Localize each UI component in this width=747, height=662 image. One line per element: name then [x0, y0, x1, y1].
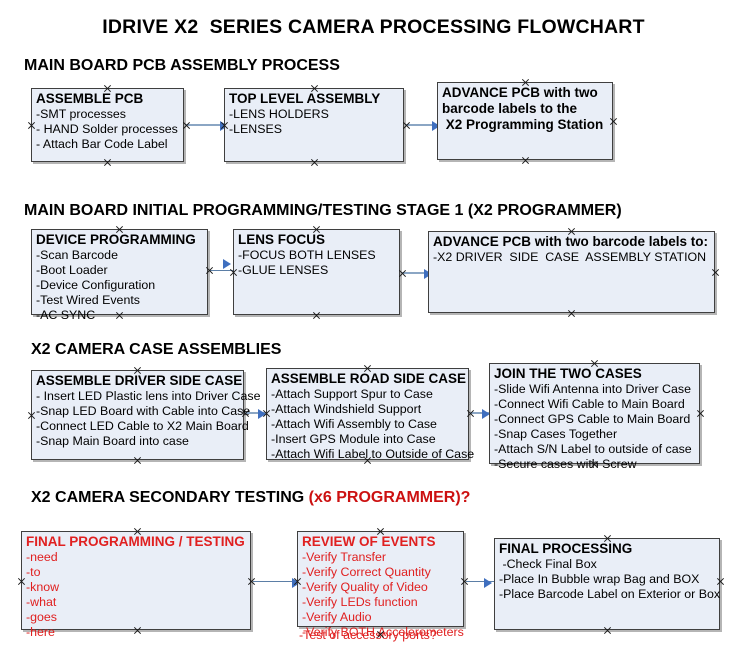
node-line: -Device Configuration: [36, 278, 156, 292]
node-assemble-road-side-case[interactable]: ASSEMBLE ROAD SIDE CASE -Attach Support …: [266, 368, 475, 461]
node-line: -Boot Loader: [36, 263, 108, 277]
node-lens-focus[interactable]: LENS FOCUS -FOCUS BOTH LENSES -GLUE LENS…: [233, 229, 400, 315]
node-line: -Check Final Box: [499, 557, 597, 571]
node-title: LENS FOCUS: [238, 232, 326, 247]
connector-line: [253, 581, 304, 582]
node-line: -FOCUS BOTH LENSES: [238, 248, 376, 262]
section-heading-x2-camera-case-assemblies: X2 CAMERA CASE ASSEMBLIES: [31, 341, 282, 358]
node-line: -Place In Bubble wrap Bag and BOX: [499, 572, 700, 586]
node-line: -X2 DRIVER SIDE CASE ASSEMBLY STATION: [433, 250, 707, 264]
connector-arrow-icon: [292, 578, 300, 588]
node-line: - HAND Solder processes: [36, 122, 178, 136]
section-heading-main-board-initial-programming: MAIN BOARD INITIAL PROGRAMMING/TESTING S…: [24, 202, 622, 219]
connector-arrow-icon: [484, 578, 492, 588]
node-line: -Verify BOTH Accelerometers: [302, 625, 464, 639]
node-line: -Verify Correct Quantity: [302, 565, 431, 579]
node-line: -Scan Barcode: [36, 248, 118, 262]
node-line: -Snap Main Board into case: [36, 434, 189, 448]
connector-arrow-icon: [432, 121, 440, 131]
connector-line: [186, 124, 223, 126]
node-line: -Verify Transfer: [302, 550, 387, 564]
node-advance-pcb-to-x2-programming-station[interactable]: ADVANCE PCB with two barcode labels to t…: [437, 82, 613, 160]
node-join-the-two-cases[interactable]: JOIN THE TWO CASES -Slide Wifi Antenna i…: [489, 363, 700, 471]
section-heading-x2-camera-secondary-testing: X2 CAMERA SECONDARY TESTING (x6 PROGRAMM…: [31, 489, 470, 507]
node-title: ASSEMBLE DRIVER SIDE CASE: [36, 373, 243, 388]
section-heading-main-board-pcb-assembly: MAIN BOARD PCB ASSEMBLY PROCESS: [24, 57, 340, 74]
node-line: -Secure cases with Screw: [494, 457, 637, 471]
node-line: - Attach Bar Code Label: [36, 137, 168, 151]
node-line: -GLUE LENSES: [238, 263, 329, 277]
node-line: -Place Barcode Label on Exterior or Box: [499, 587, 721, 601]
node-line: -goes: [26, 610, 57, 624]
section-heading-accent: (x6 PROGRAMMER)?: [308, 489, 471, 506]
node-overflow-line: -Test of accessory ports?: [299, 628, 437, 642]
node-line: -know: [26, 580, 60, 594]
node-title-line3: X2 Programming Station: [442, 117, 604, 132]
connector-arrow-icon: [223, 259, 231, 269]
node-line: -Snap Cases Together: [494, 427, 618, 441]
node-line: - Insert LED Plastic lens into Driver Ca…: [36, 389, 261, 403]
connector-line: [245, 412, 267, 414]
node-line: -Verify Quality of Video: [302, 580, 428, 594]
node-final-programming-testing[interactable]: FINAL PROGRAMMING / TESTING -need -to -k…: [21, 531, 251, 639]
node-line: -need: [26, 550, 58, 564]
node-line: -Snap LED Board with Cable into Case: [36, 404, 251, 418]
connector-line: [406, 124, 436, 126]
node-line: -Connect Wifi Cable to Main Board: [494, 397, 685, 411]
node-line: -to: [26, 565, 41, 579]
node-line: -Slide Wifi Antenna into Driver Case: [494, 382, 691, 396]
node-title: FINAL PROCESSING: [499, 541, 633, 556]
connector-line: [470, 412, 490, 414]
node-line: -Verify Audio: [302, 610, 372, 624]
node-title: FINAL PROGRAMMING / TESTING: [26, 534, 245, 549]
node-assemble-pcb[interactable]: ASSEMBLE PCB -SMT processes - HAND Solde…: [31, 88, 184, 162]
node-device-programming[interactable]: DEVICE PROGRAMMING -Scan Barcode -Boot L…: [31, 229, 208, 322]
node-line: -LENSES: [229, 122, 283, 136]
node-review-of-events[interactable]: REVIEW OF EVENTS -Verify Transfer -Verif…: [297, 531, 464, 639]
node-line: -AC SYNC: [36, 308, 96, 322]
node-title: ASSEMBLE ROAD SIDE CASE: [271, 371, 467, 386]
node-line: -Insert GPS Module into Case: [271, 432, 436, 446]
node-line: -Attach Support Spur to Case: [271, 387, 433, 401]
node-line: -LENS HOLDERS: [229, 107, 329, 121]
connector-line: [466, 581, 494, 582]
node-title-line2: barcode labels to the: [442, 101, 578, 116]
node-assemble-driver-side-case[interactable]: ASSEMBLE DRIVER SIDE CASE - Insert LED P…: [31, 370, 261, 460]
node-title: DEVICE PROGRAMMING: [36, 232, 196, 247]
node-top-level-assembly[interactable]: TOP LEVEL ASSEMBLY -LENS HOLDERS -LENSES: [224, 88, 404, 162]
node-title: REVIEW OF EVENTS: [302, 534, 436, 549]
connector-line: [209, 270, 234, 271]
page-title: IDRIVE X2 SERIES CAMERA PROCESSING FLOWC…: [102, 16, 645, 38]
node-line: -Connect GPS Cable to Main Board: [494, 412, 691, 426]
connector-elbow: [209, 270, 210, 271]
connector-arrow-icon: [258, 409, 266, 419]
node-final-processing[interactable]: FINAL PROCESSING -Check Final Box -Place…: [494, 538, 720, 630]
node-line: -Attach Wifi Assembly to Case: [271, 417, 437, 431]
node-title: JOIN THE TWO CASES: [494, 366, 642, 381]
node-title: ADVANCE PCB with two barcode labels to:: [433, 234, 709, 249]
node-line: -Connect LED Cable to X2 Main Board: [36, 419, 249, 433]
connector-line: [402, 272, 429, 274]
connector-arrow-icon: [482, 409, 490, 419]
node-line: -Test Wired Events: [36, 293, 140, 307]
node-line: -Attach S/N Label to outside of case: [494, 442, 692, 456]
node-title: ASSEMBLE PCB: [36, 91, 144, 106]
node-title: ADVANCE PCB with two: [442, 85, 598, 100]
node-title: TOP LEVEL ASSEMBLY: [229, 91, 381, 106]
node-line: -Attach Wifi Label to Outside of Case: [271, 447, 475, 461]
node-line: -Verify LEDs function: [302, 595, 418, 609]
section-heading-text: X2 CAMERA SECONDARY TESTING: [31, 489, 309, 506]
node-line: -SMT processes: [36, 107, 126, 121]
node-line: -Attach Windshield Support: [271, 402, 422, 416]
node-line: -here: [26, 625, 55, 639]
node-advance-pcb-to-driver-side-case-station[interactable]: ADVANCE PCB with two barcode labels to: …: [428, 231, 715, 313]
node-line: -what: [26, 595, 57, 609]
